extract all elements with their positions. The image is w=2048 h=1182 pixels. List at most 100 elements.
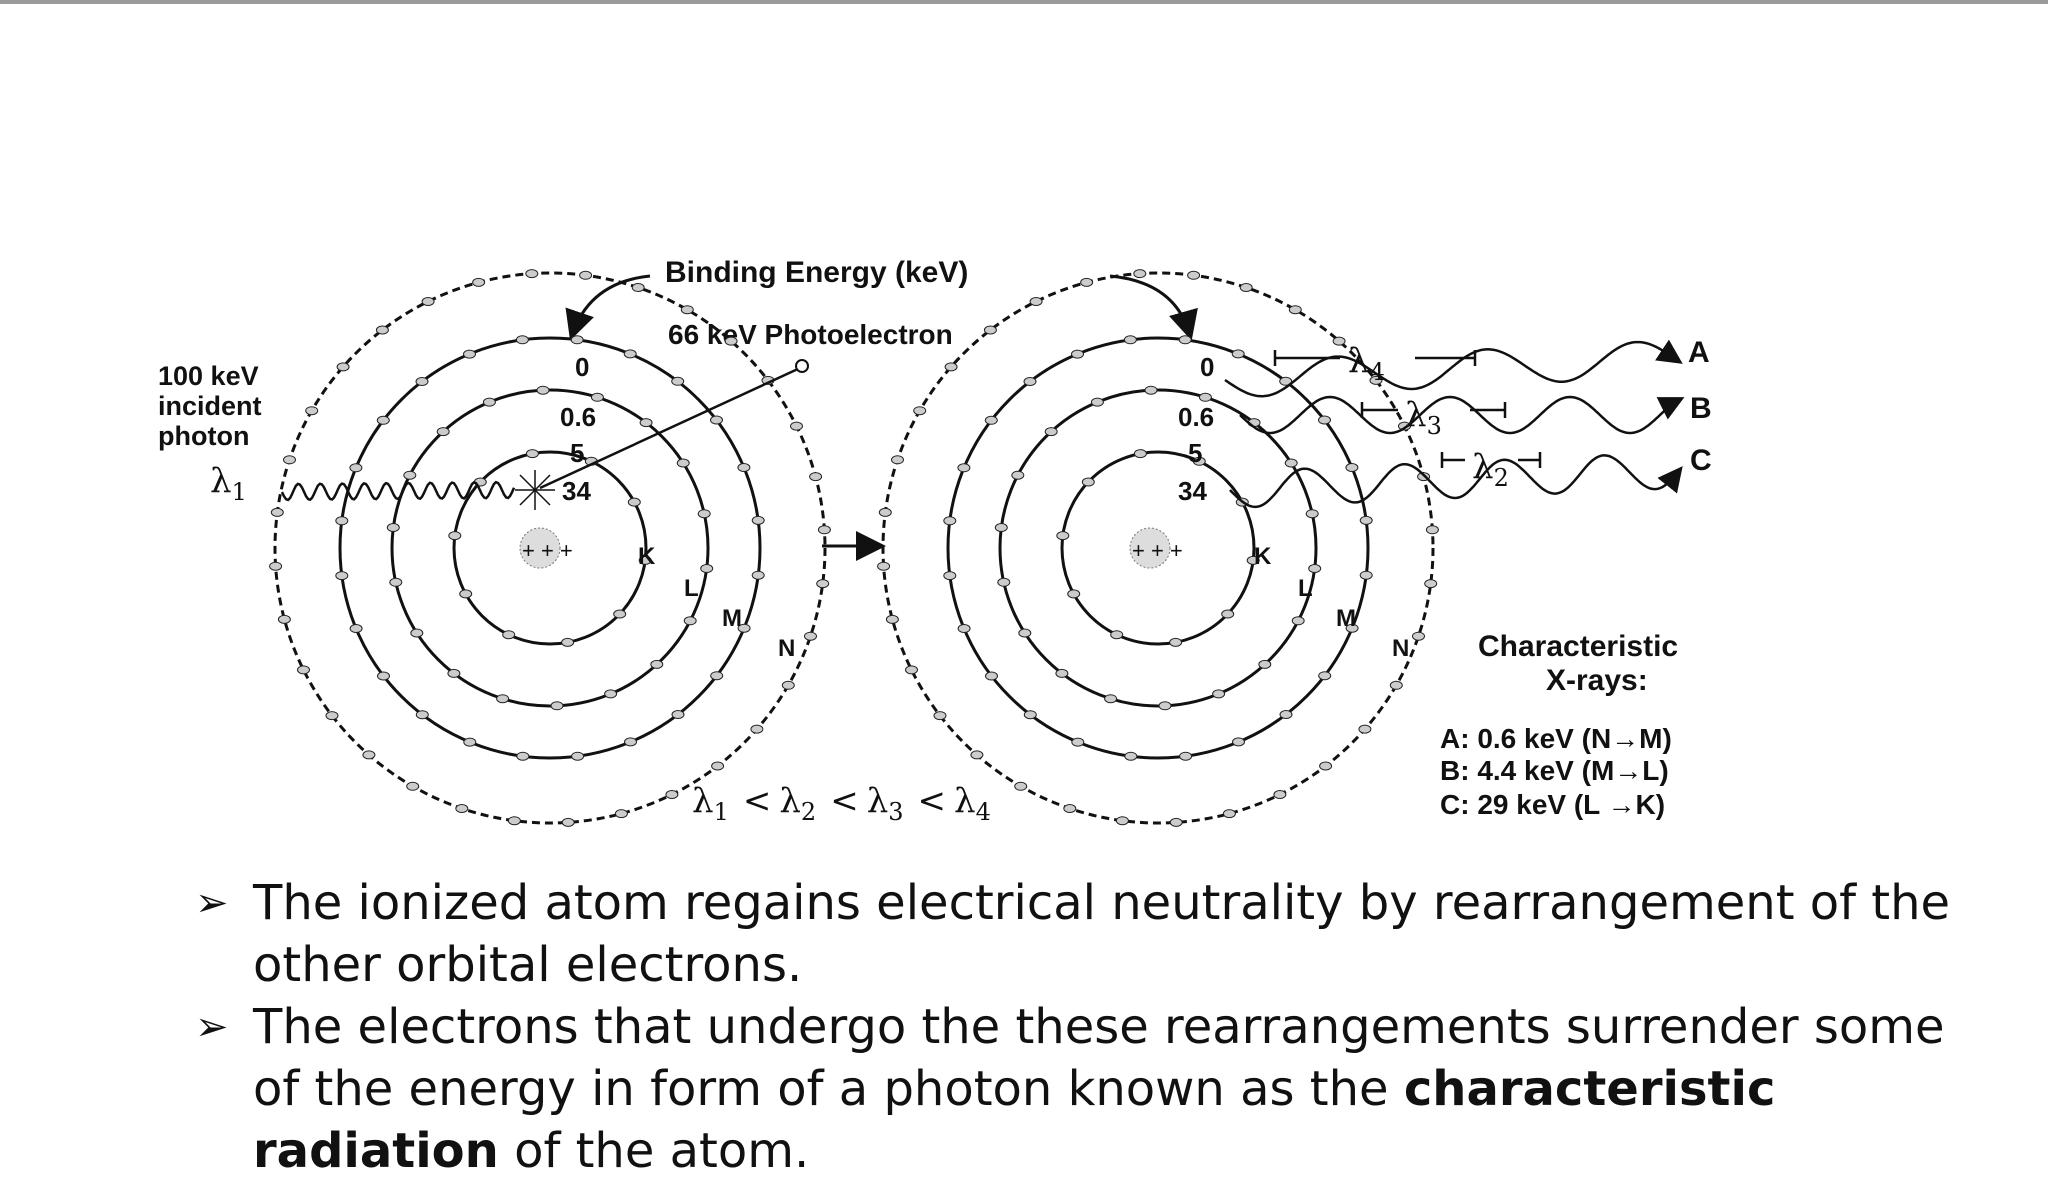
wavelength-inequality: λ1<λ2<λ3<λ4: [692, 781, 991, 826]
bullet-item-2-tail: of the atom.: [498, 1123, 810, 1179]
electron: [515, 335, 529, 345]
electron: [1187, 270, 1201, 280]
level-0-left: 0: [575, 352, 589, 382]
electron: [913, 406, 927, 416]
electron: [737, 463, 751, 472]
electron: [983, 325, 997, 335]
electron: [1232, 737, 1245, 747]
electron: [1104, 694, 1118, 704]
electron: [885, 614, 899, 624]
n-shell: [273, 271, 827, 825]
electron: [751, 570, 765, 580]
electron: [1319, 761, 1333, 771]
electron: [680, 305, 694, 315]
shell-n-right: N: [1392, 635, 1409, 662]
electron: [957, 463, 971, 473]
bullet-arrow-icon: ➢: [195, 1004, 229, 1050]
electron: [410, 628, 424, 638]
electron: [1169, 817, 1183, 827]
top-border: [0, 0, 2048, 4]
electron: [1246, 555, 1260, 565]
electron: [933, 711, 947, 721]
nucleus-right: + + +: [1129, 527, 1183, 569]
shell-n-left: N: [778, 635, 795, 662]
svg-text:λ1<λ2<λ3<λ4: λ1<λ2<λ3<λ4: [692, 781, 991, 826]
electron: [536, 385, 550, 395]
electron: [270, 507, 284, 517]
electron: [376, 415, 390, 425]
collision-burst: [515, 470, 555, 510]
electron: [415, 377, 429, 386]
nucleus-left: + + +: [519, 527, 573, 569]
electron: [985, 671, 998, 681]
electron: [1011, 470, 1025, 480]
electron: [1133, 449, 1147, 459]
electron: [1044, 427, 1058, 437]
electron: [1179, 751, 1193, 761]
photoelectron: [795, 359, 809, 373]
electron: [1221, 609, 1235, 619]
electron: [336, 362, 350, 372]
electron: [1067, 589, 1081, 599]
xray-wave-c: [1229, 454, 1683, 509]
level-34-left: 34: [562, 476, 591, 506]
electron: [790, 421, 803, 431]
electron: [525, 269, 539, 279]
shell-l-right: L: [1298, 575, 1313, 602]
electron: [1023, 377, 1037, 386]
bullet-item-1: ➢ The ionized atom regains electrical ne…: [195, 872, 1975, 996]
electron: [750, 724, 764, 734]
electron: [1284, 458, 1298, 468]
xray-label-b: B: [1690, 392, 1712, 425]
electron: [671, 376, 685, 386]
electron: [878, 507, 892, 517]
electron: [335, 516, 349, 526]
electron: [1279, 376, 1293, 386]
electron: [570, 335, 584, 345]
electron: [472, 277, 486, 287]
binding-arrow-left: [565, 274, 651, 341]
electron: [994, 523, 1008, 532]
electron: [737, 623, 751, 633]
electron: [751, 515, 765, 525]
electron: [650, 659, 664, 669]
electron: [638, 555, 652, 565]
electron: [1090, 397, 1104, 407]
electron: [1308, 564, 1322, 573]
electron: [1318, 415, 1331, 425]
transition-c: C: 29 keV (L →K): [1440, 789, 1665, 820]
lambda2-marker: λ2: [1472, 447, 1509, 492]
electron: [463, 737, 477, 747]
electron: [1398, 421, 1411, 431]
electron: [943, 516, 957, 526]
electron: [561, 637, 575, 647]
bullet-item-1-text: The ionized atom regains electrical neut…: [253, 875, 1951, 993]
electron: [403, 470, 417, 480]
electron: [1198, 392, 1212, 402]
electron: [1258, 659, 1272, 669]
electron: [561, 817, 575, 827]
level-34-right: 34: [1178, 476, 1207, 506]
electron: [1425, 525, 1439, 535]
characteristic-title-line2: X-rays:: [1546, 664, 1648, 697]
electron: [1123, 335, 1137, 345]
electron: [516, 751, 530, 761]
l-shell: [390, 388, 710, 708]
electron: [624, 737, 637, 747]
electron: [1071, 737, 1085, 747]
electron: [1231, 349, 1245, 359]
electron: [349, 624, 363, 633]
electron: [1081, 477, 1095, 487]
m-shell: [338, 336, 762, 760]
electron: [997, 577, 1011, 587]
electron: [448, 531, 462, 541]
electron: [944, 362, 958, 372]
electron: [305, 406, 319, 416]
electron: [525, 449, 539, 459]
electron: [905, 665, 918, 675]
electron: [1192, 456, 1206, 466]
electron: [1055, 668, 1069, 678]
electron: [482, 397, 496, 407]
electron: [1018, 628, 1032, 638]
electron: [349, 463, 363, 473]
